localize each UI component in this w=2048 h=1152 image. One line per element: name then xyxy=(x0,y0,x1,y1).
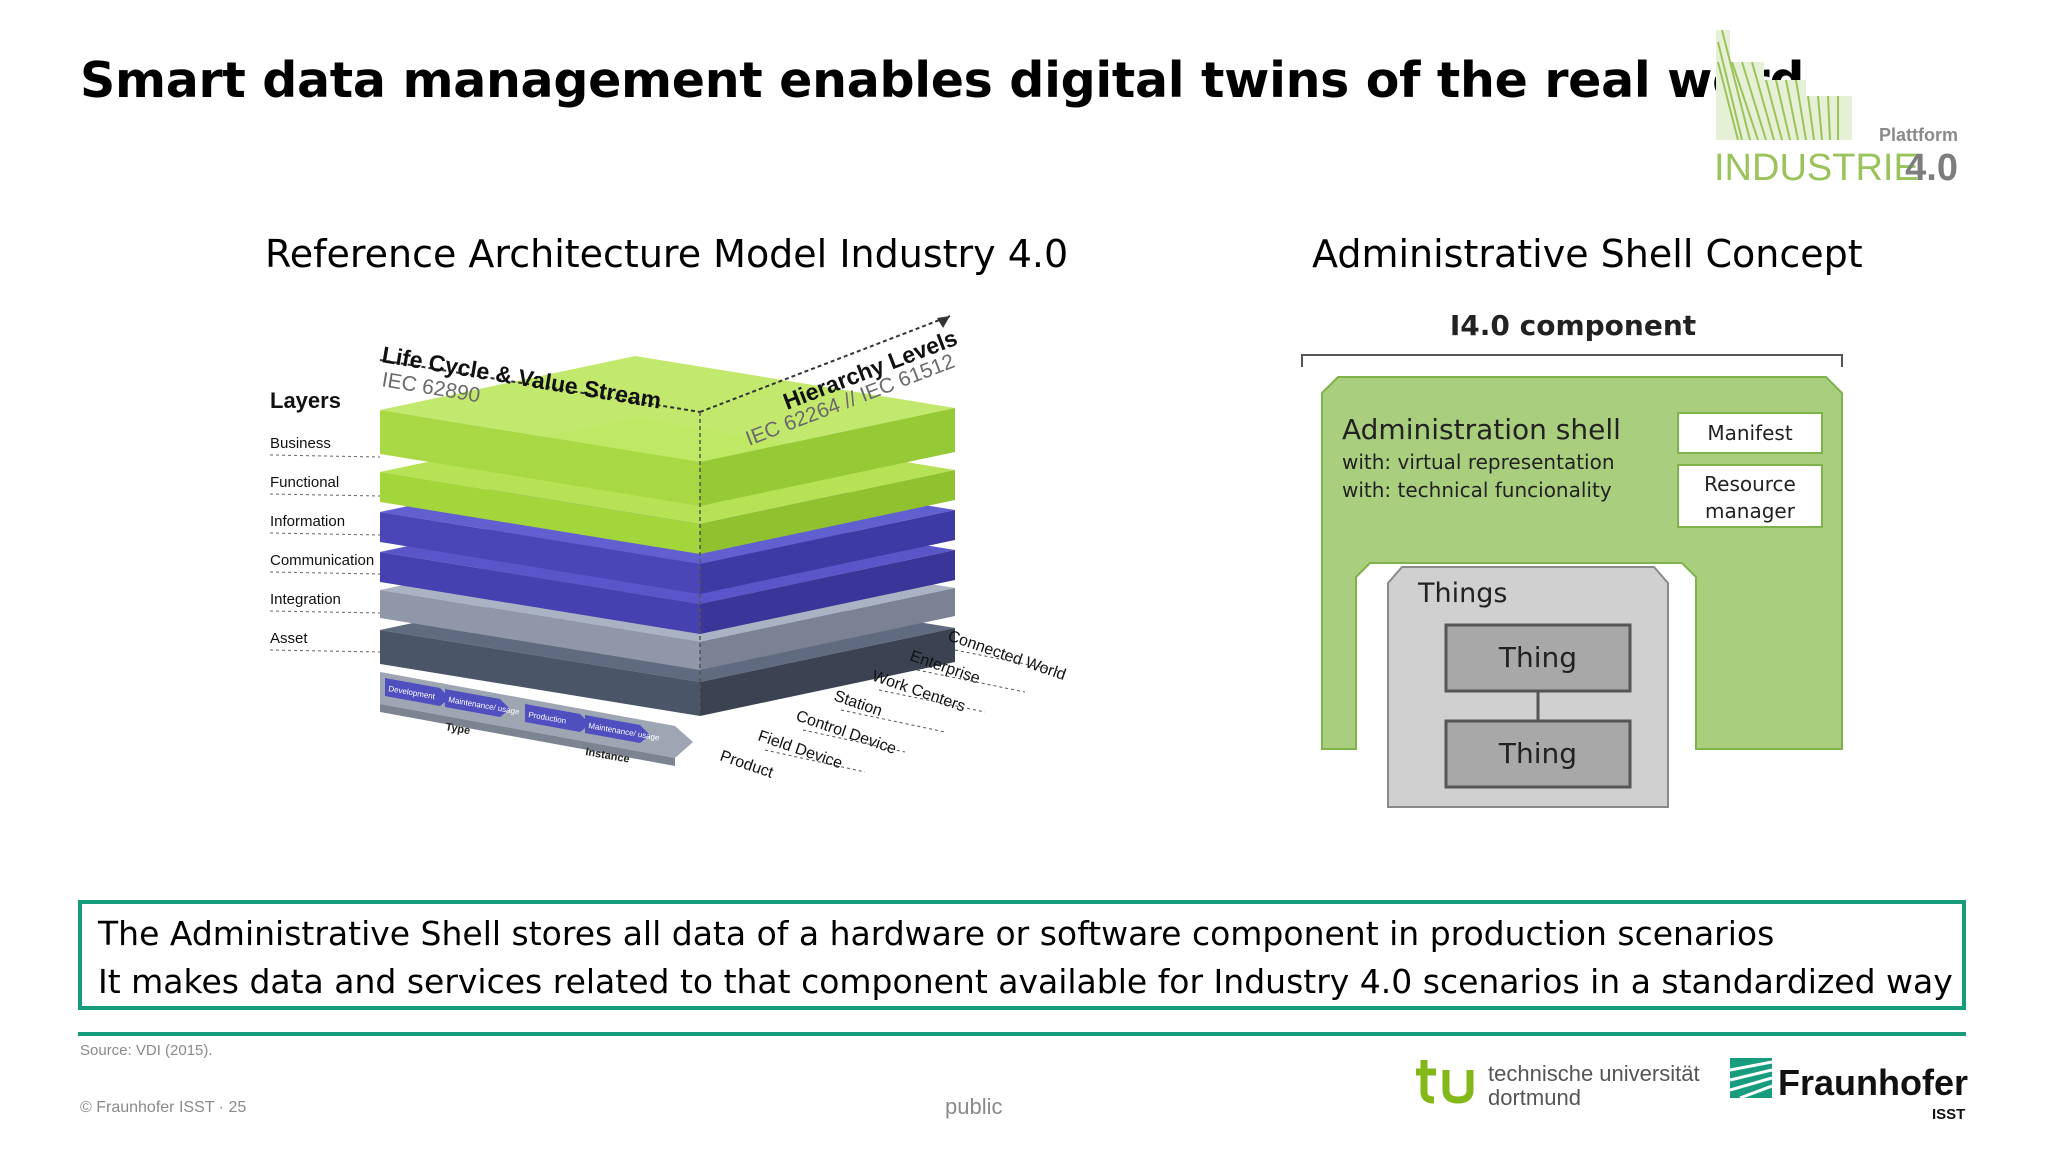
component-bracket xyxy=(1301,354,1843,367)
copyright-page-number: © Fraunhofer ISST · 25 xyxy=(80,1099,247,1116)
logo-stripes xyxy=(1716,29,1852,141)
layer-leader-lines xyxy=(269,454,381,653)
slide-title: Smart data management enables digital tw… xyxy=(80,52,1805,109)
type-phase-arrows xyxy=(385,678,650,743)
lifecycle-band: Development Maintenance/ usage Productio… xyxy=(380,672,693,766)
shell-concept-diagram: I4.0 component Administration shell with… xyxy=(1290,305,1870,825)
thing-box-2 xyxy=(1444,719,1632,789)
layers-heading: Layers xyxy=(270,388,341,413)
rami-title: Reference Architecture Model Industry 4.… xyxy=(265,232,1069,276)
fraunhofer-name: Fraunhofer xyxy=(1778,1062,1969,1103)
type-label: Type xyxy=(444,721,471,737)
source-note: Source: VDI (2015). xyxy=(80,1042,213,1059)
logo-plattform-text: Plattform xyxy=(1879,125,1958,145)
fraunhofer-logo-mark xyxy=(1729,1058,1773,1100)
layer-label-functional: Functional xyxy=(270,474,339,491)
layer-label-information: Information xyxy=(270,513,345,530)
layer-label-integration: Integration xyxy=(270,591,341,608)
resource-manager-label-2: manager xyxy=(1705,499,1796,523)
layer-slab-business xyxy=(380,356,955,506)
layer-labels: Business Functional Information Communic… xyxy=(270,435,374,647)
fraunhofer-unit: ISST xyxy=(1932,1106,1966,1123)
summary-line-1: The Administrative Shell stores all data… xyxy=(98,914,1775,953)
component-label: I4.0 component xyxy=(1450,309,1696,342)
hierarchy-leader-lines xyxy=(764,649,1066,773)
footer-divider xyxy=(78,1032,1966,1036)
summary-line-2: It makes data and services related to th… xyxy=(98,962,1953,1001)
thing-label-1: Thing xyxy=(1498,641,1577,674)
admin-shell-title: Administration shell xyxy=(1342,413,1621,446)
lifecycle-axis-arrow xyxy=(379,359,701,413)
logo-version-text: 4.0 xyxy=(1905,147,1958,189)
admin-shell-line-1: with: virtual representation xyxy=(1342,450,1615,474)
manifest-label: Manifest xyxy=(1707,421,1793,445)
plattform-industrie-logo: Plattform INDUSTRIE 4.0 xyxy=(1712,22,1962,192)
thing-box-1 xyxy=(1444,623,1632,693)
tu-name-line-2: dortmund xyxy=(1488,1085,1581,1110)
layer-label-business: Business xyxy=(270,435,331,452)
layer-label-communication: Communication xyxy=(270,552,374,569)
thing-label-2: Thing xyxy=(1498,737,1577,770)
hierarchy-level-product: Product xyxy=(718,748,776,782)
tu-dortmund-logo-mark xyxy=(1414,1058,1480,1104)
layer-label-asset: Asset xyxy=(270,630,308,647)
resource-manager-label-1: Resource xyxy=(1704,472,1796,496)
things-label: Things xyxy=(1417,578,1507,609)
rami-diagram: Life Cycle & Value Stream IEC 62890 Hier… xyxy=(255,300,1075,820)
admin-shell-line-2: with: technical funcionality xyxy=(1342,478,1612,502)
tu-name-line-1: technische universität xyxy=(1488,1061,1700,1086)
manifest-box xyxy=(1677,412,1823,454)
hierarchy-axis-arrow xyxy=(699,315,951,413)
tu-dortmund-name: technische universität dortmund xyxy=(1488,1062,1700,1110)
hierarchy-level-station: Station xyxy=(832,688,885,720)
resource-manager-box xyxy=(1677,464,1823,528)
summary-box: The Administrative Shell stores all data… xyxy=(78,900,1966,1010)
shell-concept-title: Administrative Shell Concept xyxy=(1312,232,1863,276)
classification-label: public xyxy=(945,1094,1003,1119)
logo-industrie-text: INDUSTRIE xyxy=(1714,147,1919,189)
